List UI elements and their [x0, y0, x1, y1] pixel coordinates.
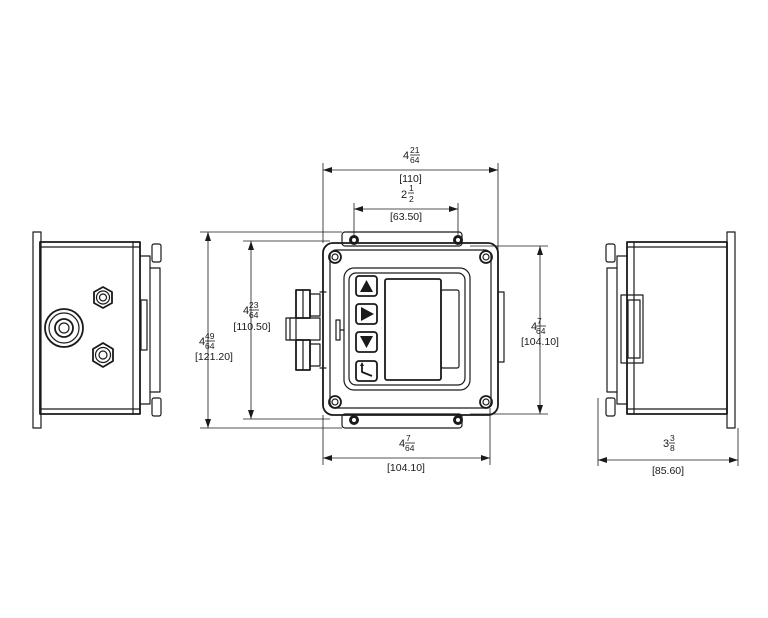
svg-text:[104.10]: [104.10] — [521, 336, 559, 348]
cable-gland-lower — [92, 342, 114, 368]
svg-text:4: 4 — [531, 321, 537, 333]
svg-text:[121.20]: [121.20] — [195, 351, 233, 363]
svg-text:4: 4 — [403, 150, 409, 162]
dim-label-display-width: 2 1 2 [63.50] — [390, 183, 422, 223]
dim-label-right-height: 4 7 64 [104.10] — [521, 316, 559, 348]
svg-text:64: 64 — [405, 443, 415, 453]
dim-label-bottom-width: 4 7 64 [104.10] — [387, 433, 425, 474]
svg-text:64: 64 — [205, 341, 215, 351]
svg-text:2: 2 — [401, 189, 407, 201]
display-panel — [335, 267, 471, 391]
svg-text:64: 64 — [410, 155, 420, 165]
front-view — [285, 231, 505, 429]
corner-screws — [328, 235, 493, 425]
svg-text:7: 7 — [537, 316, 542, 326]
svg-text:23: 23 — [249, 300, 259, 310]
svg-text:4: 4 — [243, 305, 249, 317]
svg-text:7: 7 — [406, 433, 411, 443]
svg-text:3: 3 — [670, 433, 675, 443]
svg-text:[104.10]: [104.10] — [387, 462, 425, 474]
svg-text:2: 2 — [409, 194, 414, 204]
svg-text:8: 8 — [670, 443, 675, 453]
svg-text:[63.50]: [63.50] — [390, 211, 422, 223]
svg-text:1: 1 — [409, 183, 414, 193]
front-glands — [285, 289, 327, 371]
svg-text:64: 64 — [536, 326, 546, 336]
svg-text:64: 64 — [249, 310, 259, 320]
enter-key-icon — [355, 360, 378, 382]
cable-gland-upper — [93, 286, 113, 309]
svg-text:[110.50]: [110.50] — [233, 321, 270, 333]
left-side-view — [32, 231, 162, 429]
svg-text:3: 3 — [663, 438, 669, 450]
dimension-lines — [200, 163, 739, 466]
svg-text:21: 21 — [410, 145, 420, 155]
svg-text:49: 49 — [205, 331, 215, 341]
right-arrow-key-icon — [355, 303, 378, 325]
dim-label-overall-height: 4 49 64 [121.20] — [195, 331, 233, 363]
dim-label-body-height: 4 23 64 [110.50] — [233, 300, 270, 333]
svg-text:[110]: [110] — [399, 173, 422, 185]
svg-text:4: 4 — [199, 336, 205, 348]
right-side-view — [605, 231, 736, 429]
svg-text:4: 4 — [399, 438, 405, 450]
svg-text:[85.60]: [85.60] — [652, 465, 684, 477]
cable-gland-large — [44, 308, 84, 348]
dim-label-side-depth: 3 3 8 [85.60] — [652, 433, 684, 477]
down-arrow-key-icon — [355, 331, 378, 353]
dim-label-width-top: 4 21 64 [110] — [399, 145, 422, 185]
up-arrow-key-icon — [355, 275, 378, 297]
